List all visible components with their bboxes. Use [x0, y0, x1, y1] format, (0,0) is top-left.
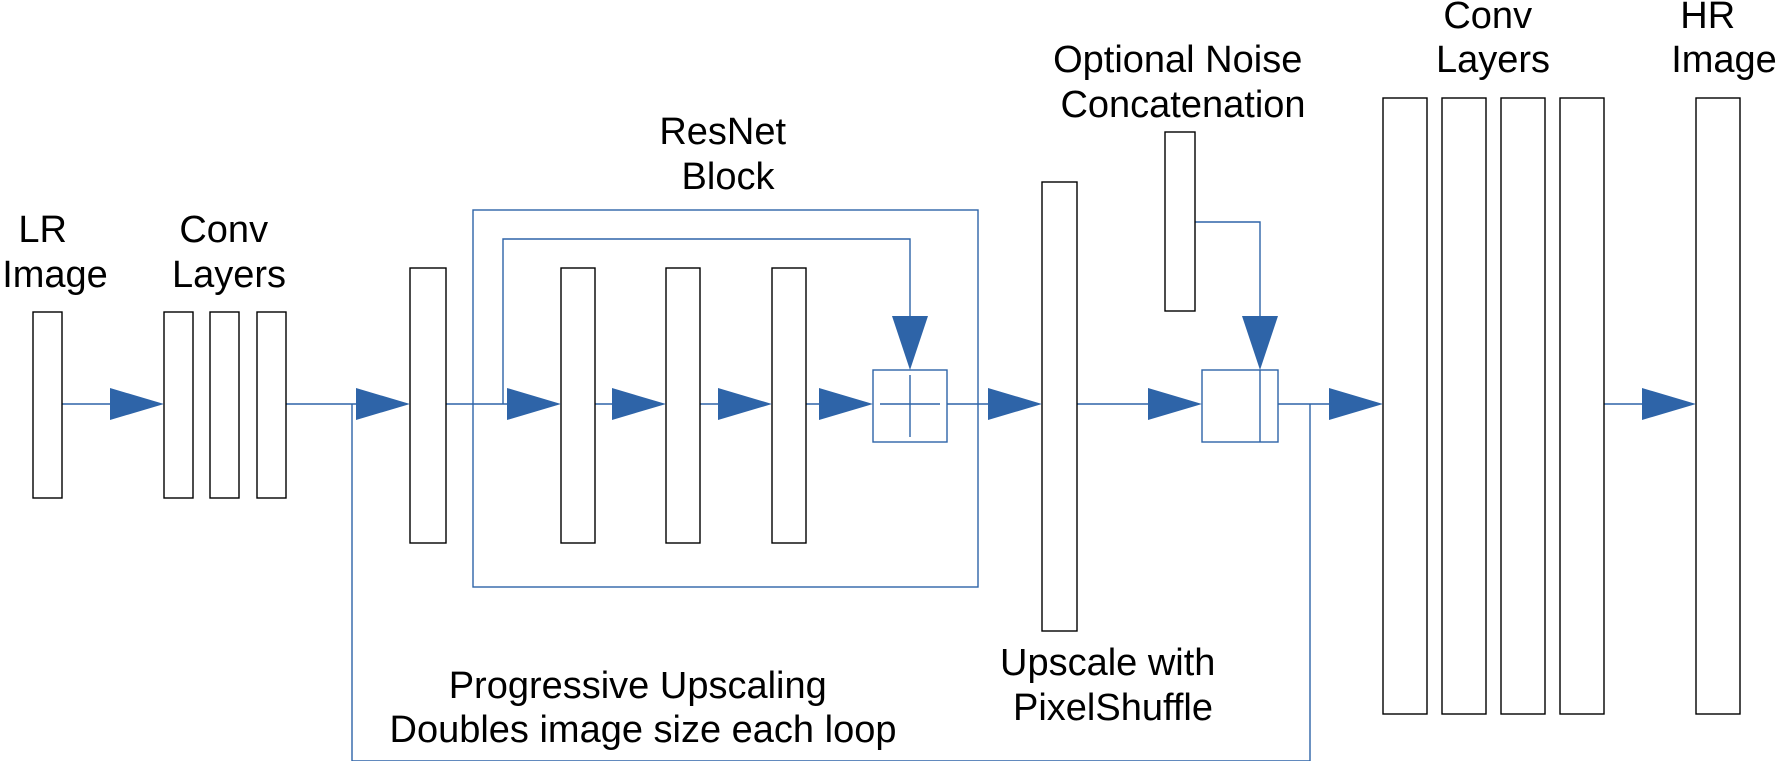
upscale-label: Upscale with PixelShuffle [1000, 642, 1226, 729]
arrowhead [819, 388, 873, 420]
pre-resnet-conv-block [409, 267, 447, 544]
arrowhead [1148, 388, 1202, 420]
arrowhead [1642, 388, 1696, 420]
arrowhead [612, 388, 666, 420]
arrowhead [718, 388, 772, 420]
resnet-conv-block-1 [560, 267, 596, 544]
conv-layer-block-3 [256, 311, 287, 499]
lr-image-label: LR Image [2, 209, 108, 296]
concat-node [1201, 369, 1279, 443]
arrowhead [988, 388, 1042, 420]
hr-image-block [1695, 97, 1741, 715]
arrowheads [110, 316, 1696, 420]
concat-icon [1201, 369, 1279, 443]
pixelshuffle-block [1041, 181, 1078, 632]
conv-layer-block-2 [209, 311, 240, 499]
lr-image-block [32, 311, 63, 499]
arrowhead [1329, 388, 1383, 420]
conv-out-block-1 [1382, 97, 1428, 715]
noise-connection [1195, 221, 1261, 318]
skip-connection [502, 238, 911, 404]
progressive-upscaling-label: Progressive Upscaling Doubles image size… [390, 665, 897, 751]
conv-out-block-3 [1500, 97, 1546, 715]
conv-layers-out-label: Conv Layers [1436, 0, 1550, 81]
plus-icon [872, 369, 948, 443]
resnet-conv-block-3 [771, 267, 807, 544]
arrowhead [356, 388, 410, 420]
conv-layer-block-1 [163, 311, 194, 499]
hr-image-label: HR Image [1671, 0, 1777, 81]
conv-layers-in-label: Conv Layers [172, 209, 286, 296]
arrowhead [110, 388, 164, 420]
resnet-conv-block-2 [665, 267, 701, 544]
resnet-block-container [472, 209, 979, 588]
arrowhead [1242, 316, 1278, 370]
arrowhead [507, 388, 561, 420]
noise-block [1164, 131, 1196, 312]
arrowhead [892, 316, 928, 370]
connectors [62, 221, 1645, 761]
conv-out-block-2 [1441, 97, 1487, 715]
resnet-block-label: ResNet Block [659, 111, 796, 198]
progressive-loop-connection [351, 404, 1311, 761]
optional-noise-label: Optional Noise Concatenation [1053, 39, 1313, 126]
conv-out-block-4 [1559, 97, 1605, 715]
